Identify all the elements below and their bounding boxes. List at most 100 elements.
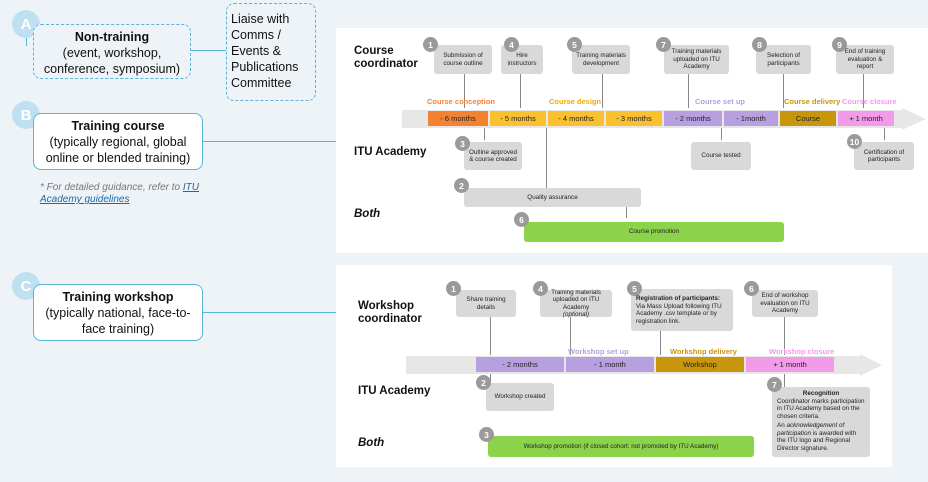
timeline-segment: Course [780,111,836,126]
timeline-segment: Workshop [656,357,744,372]
step-text: Training materials uploaded on ITU Acade… [551,288,601,311]
training-course-title: Training course [71,119,165,133]
connector [191,50,226,51]
tick [688,74,689,108]
tick [784,317,785,355]
label-a-badge: A [12,10,40,38]
phase-workshop-set-up: Workshop set up [568,347,629,356]
step-number: 6 [514,212,529,227]
step-recognition: Recognition Coordinator marks participat… [772,387,870,457]
step-submission-of-course-outline: Submission of course outline [434,45,492,74]
tick [884,124,885,140]
workshop-coordinator-label: Workshop coordinator [358,300,422,325]
training-course-box: Training course (typically regional, glo… [33,113,203,170]
step-end-of-workshop-evaluation: End of workshop evaluation on ITU Academ… [752,290,818,317]
step-outline-approved: Outline approved & course created [464,142,522,170]
step-selection-of-participants: Selection of participants [756,45,811,74]
phase-workshop-closure: Workshop closure [769,347,835,356]
step-note: (optional) [562,311,590,318]
step-quality-assurance: Quality assurance [464,188,641,207]
timeline-segment: - 4 months [548,111,604,126]
step-number: 9 [832,37,847,52]
step-text: Workshop promotion [523,442,582,450]
course-coordinator-label: Course coordinator [354,45,418,70]
workshop-panel: Workshop coordinator ITU Academy Both Sh… [336,265,892,467]
timeline-segment: - 2 months [664,111,722,126]
training-workshop-box: Training workshop (typically national, f… [33,284,203,341]
timeline-segment: + 1 month [838,111,894,126]
tick [721,124,722,140]
timeline-segment: + 1 month [746,357,834,372]
step-text: Via Mass Upload following ITU Academy .c… [636,302,722,325]
tick [484,124,485,140]
training-workshop-title: Training workshop [62,290,174,304]
step-end-of-training-evaluation: End of training evaluation & report [836,45,894,74]
step-workshop-created: Workshop created [486,383,554,411]
step-share-training-details: Share training details [456,290,516,317]
step-course-promotion: Course promotion [524,222,784,242]
itu-academy-label: ITU Academy [354,146,427,158]
tick [863,74,864,108]
step-workshop-training-materials-uploaded: Training materials uploaded on ITU Acade… [540,288,612,318]
phase-course-set-up: Course set up [695,97,746,106]
timeline-segment: - 3 months [606,111,662,126]
phase-course-delivery: Course delivery [784,97,841,106]
step-text-2a: An [777,422,787,429]
step-training-materials-uploaded: Training materials uploaded on ITU Acade… [664,45,729,74]
step-number: 8 [752,37,767,52]
non-training-box: Non-training (event, workshop, conferenc… [33,24,191,79]
step-title: Recognition [802,390,840,397]
timeline-segment: - 1 month [566,357,654,372]
training-course-subtitle: (typically regional, global online or bl… [45,135,191,165]
tick [626,196,627,218]
course-panel: Course coordinator ITU Academy Both Subm… [336,28,928,253]
non-training-subtitle: (event, workshop, conference, symposium) [43,46,181,76]
tick [602,74,603,108]
step-number: 6 [744,281,759,296]
guidance-note-text: * For detailed guidance, refer to [40,182,183,193]
tick [660,331,661,355]
step-number: 3 [455,136,470,151]
step-number: 2 [476,375,491,390]
step-text-2: An acknowledgement of participation is a… [777,422,865,452]
step-title: Registration of participants: [636,295,720,302]
step-text: Coordinator marks participation in ITU A… [777,397,865,420]
tick [570,317,571,355]
liaise-box: Liaise with Comms / Events & Publication… [226,3,316,101]
both-label: Both [358,437,385,449]
timeline-segment: - 5 months [490,111,546,126]
step-number: 1 [446,281,461,296]
step-number: 2 [454,178,469,193]
tick [784,371,785,387]
step-text-2b: is awarded with the ITU logo and Regiona… [777,429,857,452]
tick [490,317,491,355]
connector [203,141,336,142]
phase-course-design: Course design [549,97,602,106]
step-course-tested: Course tested [691,142,751,170]
timeline-segment: - 6 months [428,111,488,126]
timeline-segment: - 1month [724,111,778,126]
step-number: 5 [567,37,582,52]
itu-academy-label: ITU Academy [358,385,431,397]
step-number: 7 [767,377,782,392]
step-number: 1 [423,37,438,52]
tick [464,74,465,108]
both-label: Both [354,208,381,220]
tick [546,124,547,196]
step-number: 7 [656,37,671,52]
phase-course-conception: Course conception [427,97,495,106]
itu-academy-guidelines-link[interactable]: ITU Academy guidelines [40,182,199,205]
tick [520,74,521,108]
step-number: 4 [504,37,519,52]
step-note: (if closed cohort: not promoted by ITU A… [583,442,719,450]
connector [26,38,27,46]
step-number: 3 [479,427,494,442]
timeline-segment: - 2 months [476,357,564,372]
step-certification-of-participants: Certification of participants [854,142,914,170]
step-workshop-promotion: Workshop promotion (if closed cohort: no… [488,436,754,457]
step-text-2-emphasis: acknowledgement of participation [777,422,845,437]
connector [203,312,336,313]
non-training-title: Non-training [74,30,150,44]
step-number: 4 [533,281,548,296]
phase-course-closure: Course closure [842,97,897,106]
